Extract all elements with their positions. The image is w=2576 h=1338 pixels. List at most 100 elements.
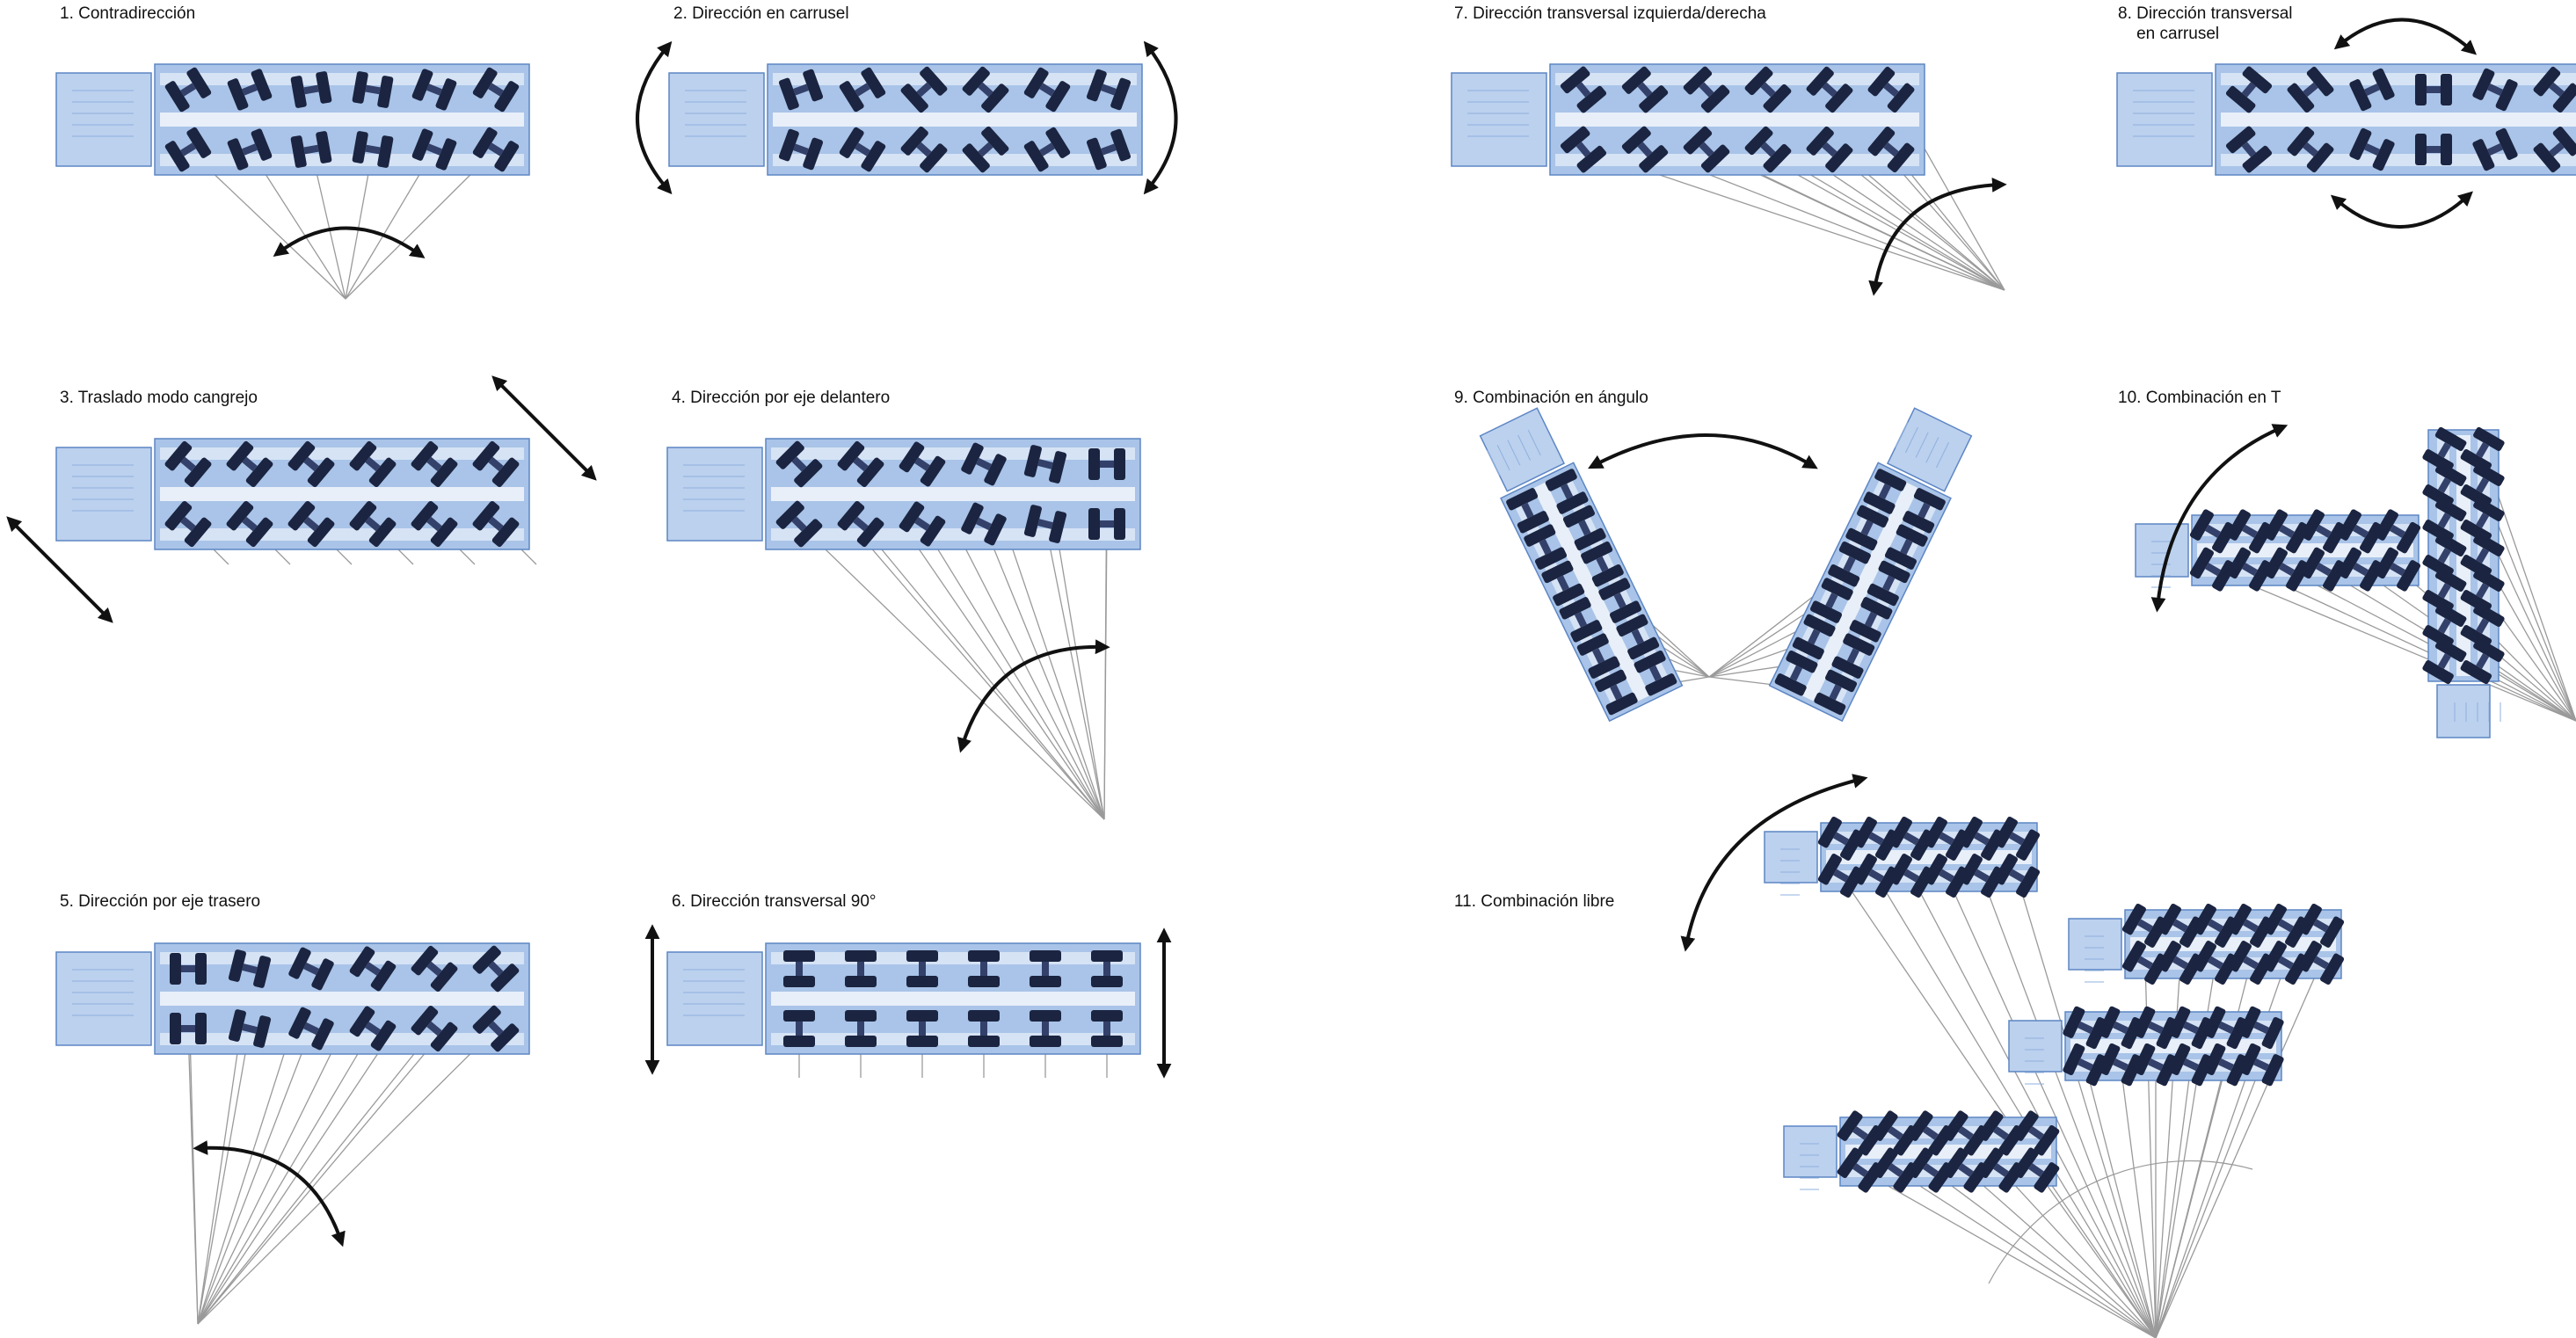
motion-arrow xyxy=(2333,18,2478,55)
frame-slot xyxy=(160,447,524,460)
wheel xyxy=(1581,541,1613,564)
motion-arrow xyxy=(1143,40,1178,195)
wheel-axle xyxy=(2316,563,2332,577)
panel-label-combinacion-libre: 11. Combinación libre xyxy=(1454,892,1615,911)
frame-slot xyxy=(160,992,524,1006)
wheel xyxy=(2415,134,2427,166)
wheel-axle xyxy=(1103,961,1110,976)
wheel xyxy=(1030,975,1061,987)
wheel xyxy=(1594,669,1626,693)
wheel-axle xyxy=(1596,556,1609,572)
steering-ray xyxy=(983,523,1105,820)
wheel xyxy=(1806,66,1834,96)
wheel xyxy=(1553,583,1585,607)
wheel-axle xyxy=(2172,919,2188,933)
wheel xyxy=(783,949,815,962)
wheel xyxy=(2262,903,2287,935)
motion-arrow xyxy=(1588,433,1818,469)
wheel-group xyxy=(2422,426,2467,474)
wheel-axle xyxy=(2278,956,2294,970)
wheel-group xyxy=(2472,68,2518,112)
trailer-module xyxy=(668,63,1143,176)
wheel-group xyxy=(1993,854,2041,898)
wheel-axle xyxy=(2241,82,2257,98)
wheel xyxy=(1884,547,1917,570)
wheel xyxy=(1023,505,1042,537)
wheel-group xyxy=(775,500,823,548)
wheel xyxy=(845,949,877,962)
wheel-axle xyxy=(1575,142,1591,157)
wheel xyxy=(1045,81,1071,113)
power-pack xyxy=(55,72,152,167)
wheel-group xyxy=(1849,597,1893,643)
wheel-axle xyxy=(2078,1021,2093,1034)
wheel-axle xyxy=(976,457,992,471)
wheel-group xyxy=(411,128,457,171)
wheel xyxy=(1609,600,1642,623)
wheel xyxy=(411,1005,439,1036)
wheel-group xyxy=(1086,128,1132,171)
wheel-axle xyxy=(1864,611,1878,628)
wheel-group xyxy=(1809,578,1853,623)
wheel-group xyxy=(472,67,520,113)
wheel xyxy=(1863,491,1896,514)
steering-ray xyxy=(1965,1169,2157,1338)
wheel-axle xyxy=(2476,583,2490,599)
steering-ray xyxy=(1930,1169,2157,1338)
wheel-axle xyxy=(2427,146,2441,154)
steering-ray xyxy=(2035,1169,2157,1338)
wheel-axle xyxy=(2437,477,2451,493)
wheel-group xyxy=(1867,560,1910,607)
frame-slot xyxy=(773,73,1137,85)
wheel xyxy=(906,1036,938,1048)
wheel xyxy=(2372,68,2395,100)
steering-ray xyxy=(2249,569,2576,722)
wheel xyxy=(1888,816,1912,848)
wheel xyxy=(1091,1010,1123,1022)
wheel xyxy=(1958,854,1983,885)
wheel-group xyxy=(1903,488,1946,534)
wheel xyxy=(227,78,249,111)
wheel-axle xyxy=(2113,1021,2128,1034)
wheel-axle xyxy=(1042,1022,1049,1036)
wheel xyxy=(2012,1147,2039,1179)
wheel-axle xyxy=(365,962,381,976)
steering-ray xyxy=(2120,1064,2157,1338)
power-pack-vent xyxy=(1895,422,1909,448)
wheel xyxy=(2495,79,2518,112)
wheel-axle xyxy=(2476,548,2490,564)
wheel-group xyxy=(2238,1043,2284,1087)
wheel-axle xyxy=(2148,1058,2164,1072)
wheel-group xyxy=(778,128,824,171)
trailer-module xyxy=(1764,816,2041,898)
wheel xyxy=(2203,1006,2226,1038)
wheel xyxy=(472,500,500,531)
wheel-axle xyxy=(2241,142,2257,157)
wheel xyxy=(2422,590,2454,614)
wheel xyxy=(2098,1043,2121,1076)
wheel xyxy=(962,66,990,96)
wheel xyxy=(1683,66,1713,95)
steering-ray xyxy=(1981,875,2157,1338)
wheel-group xyxy=(2533,126,2576,173)
wheel-group xyxy=(1744,66,1792,113)
wheel-axle xyxy=(2549,142,2565,157)
wheel-group xyxy=(1867,66,1915,113)
wheel-axle xyxy=(2009,869,2025,883)
wheel xyxy=(430,517,458,548)
wheel xyxy=(1837,1110,1863,1141)
wheel xyxy=(228,949,246,982)
wheel xyxy=(2300,509,2325,541)
power-pack xyxy=(2008,1020,2063,1073)
wheel-group xyxy=(2374,509,2421,554)
wheel-axle xyxy=(2364,143,2380,156)
frame-slot xyxy=(160,1033,524,1045)
wheel-axle xyxy=(2390,524,2405,538)
wheel xyxy=(370,960,397,992)
wheel xyxy=(1616,614,1648,637)
wheel xyxy=(1792,636,1824,660)
wheel-group xyxy=(287,440,335,488)
wheel-group xyxy=(775,440,823,488)
wheel xyxy=(253,1015,272,1048)
